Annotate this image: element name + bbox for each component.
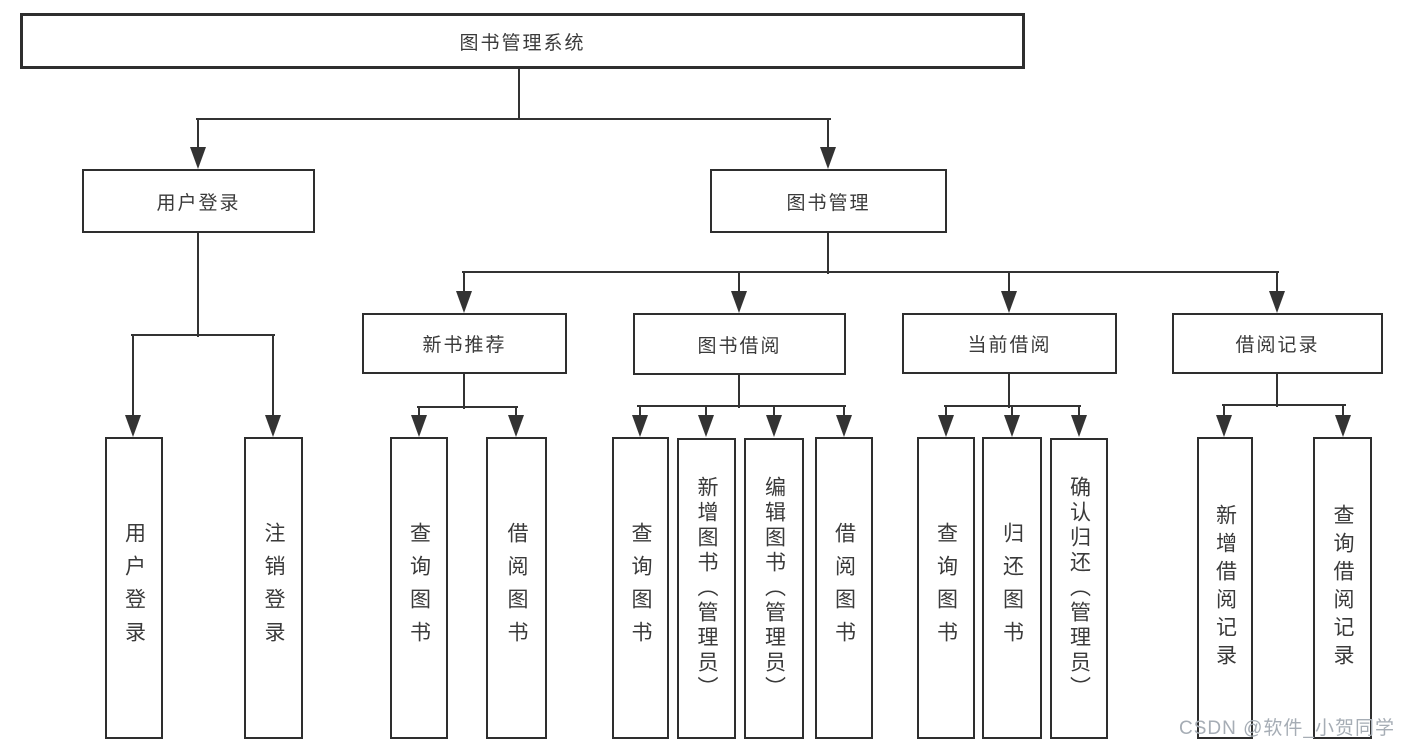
node-label: 确认归还（管理员） [1067, 476, 1091, 701]
node-label: 借阅图书 [505, 522, 528, 654]
arrowhead-down-icon [1071, 415, 1087, 437]
arrowhead-down-icon [938, 415, 954, 437]
node-label: 借阅图书 [832, 522, 856, 654]
arrowhead-down-icon [508, 415, 524, 437]
leaf-borrow-books-2: 借阅图书 [815, 437, 873, 739]
node-label: 图书管理系统 [459, 32, 586, 54]
arrowhead-down-icon [820, 147, 836, 169]
arrowhead-down-icon [1216, 415, 1232, 437]
arrowhead-down-icon [265, 415, 281, 437]
arrowhead-down-icon [836, 415, 852, 437]
connector-branch [196, 118, 831, 120]
node-label: 查询图书 [629, 522, 652, 654]
node-label: 用户登录 [156, 192, 241, 214]
leaf-return-books: 归还图书 [982, 437, 1042, 739]
connector-drop [773, 406, 775, 419]
leaf-borrow-books-1: 借阅图书 [486, 437, 547, 739]
node-label: 归还图书 [1000, 522, 1024, 654]
connector-drop [827, 119, 829, 151]
connector-stem [1276, 374, 1278, 407]
node-borrowing-records: 借阅记录 [1172, 313, 1383, 374]
leaf-query-books-2: 查询图书 [612, 437, 669, 739]
leaf-query-books-3: 查询图书 [917, 437, 975, 739]
connector-branch [637, 405, 846, 407]
connector-drop [272, 335, 274, 419]
node-label: 用户登录 [122, 522, 146, 654]
connector-drop [639, 406, 641, 419]
arrowhead-down-icon [456, 291, 472, 313]
leaf-query-borrow-record: 查询借阅记录 [1313, 437, 1372, 739]
node-label: 查询图书 [407, 522, 431, 654]
csdn-watermark: CSDN @软件_小贺同学 [1179, 718, 1395, 739]
node-library-management-system: 图书管理系统 [20, 13, 1025, 69]
node-label: 新增借阅记录 [1213, 504, 1237, 672]
connector-stem [827, 233, 829, 274]
node-label: 图书借阅 [697, 335, 782, 357]
connector-branch [131, 334, 275, 336]
node-label: 查询借阅记录 [1331, 504, 1354, 672]
connector-stem [738, 375, 740, 408]
connector-drop [132, 335, 134, 419]
arrowhead-down-icon [698, 415, 714, 437]
leaf-user-login: 用户登录 [105, 437, 163, 739]
arrowhead-down-icon [190, 147, 206, 169]
arrowhead-down-icon [125, 415, 141, 437]
arrowhead-down-icon [1335, 415, 1351, 437]
node-label: 查询图书 [934, 522, 958, 654]
leaf-add-books-admin: 新增图书（管理员） [677, 438, 736, 739]
connector-drop [738, 272, 740, 295]
leaf-query-books-1: 查询图书 [390, 437, 448, 739]
arrowhead-down-icon [1001, 291, 1017, 313]
node-label: 图书管理 [786, 192, 871, 214]
node-label: 注销登录 [262, 522, 285, 654]
node-label: 当前借阅 [967, 335, 1052, 356]
arrowhead-down-icon [632, 415, 648, 437]
connector-drop [1011, 406, 1013, 419]
connector-drop [945, 406, 947, 419]
leaf-edit-books-admin: 编辑图书（管理员） [744, 438, 804, 739]
node-user-login: 用户登录 [82, 169, 315, 233]
arrowhead-down-icon [411, 415, 427, 437]
node-book-borrowing: 图书借阅 [633, 313, 846, 375]
arrowhead-down-icon [1004, 415, 1020, 437]
connector-drop [843, 406, 845, 419]
node-new-book-recommendation: 新书推荐 [362, 313, 567, 374]
connector-stem [197, 233, 199, 337]
connector-drop [197, 119, 199, 151]
arrowhead-down-icon [731, 291, 747, 313]
connector-branch [417, 406, 518, 408]
connector-drop [463, 272, 465, 295]
connector-drop [1008, 272, 1010, 295]
connector-drop [1342, 405, 1344, 419]
node-book-management: 图书管理 [710, 169, 947, 233]
arrowhead-down-icon [1269, 291, 1285, 313]
connector-stem [463, 374, 465, 409]
arrowhead-down-icon [766, 415, 782, 437]
node-current-borrowing: 当前借阅 [902, 313, 1117, 374]
connector-drop [705, 406, 707, 419]
connector-drop [1078, 406, 1080, 419]
connector-drop [515, 407, 517, 419]
node-label: 编辑图书（管理员） [762, 476, 786, 701]
leaf-confirm-return-admin: 确认归还（管理员） [1050, 438, 1108, 739]
leaf-add-borrow-record: 新增借阅记录 [1197, 437, 1253, 739]
node-label: 新增图书（管理员） [695, 476, 718, 701]
connector-branch [462, 271, 1279, 273]
connector-stem [518, 69, 520, 120]
node-label: 借阅记录 [1235, 335, 1320, 356]
connector-stem [1008, 374, 1010, 408]
node-label: 新书推荐 [422, 335, 507, 356]
connector-drop [1276, 272, 1278, 295]
connector-drop [418, 407, 420, 419]
leaf-logout: 注销登录 [244, 437, 303, 739]
connector-branch [1222, 404, 1346, 406]
connector-drop [1223, 405, 1225, 419]
